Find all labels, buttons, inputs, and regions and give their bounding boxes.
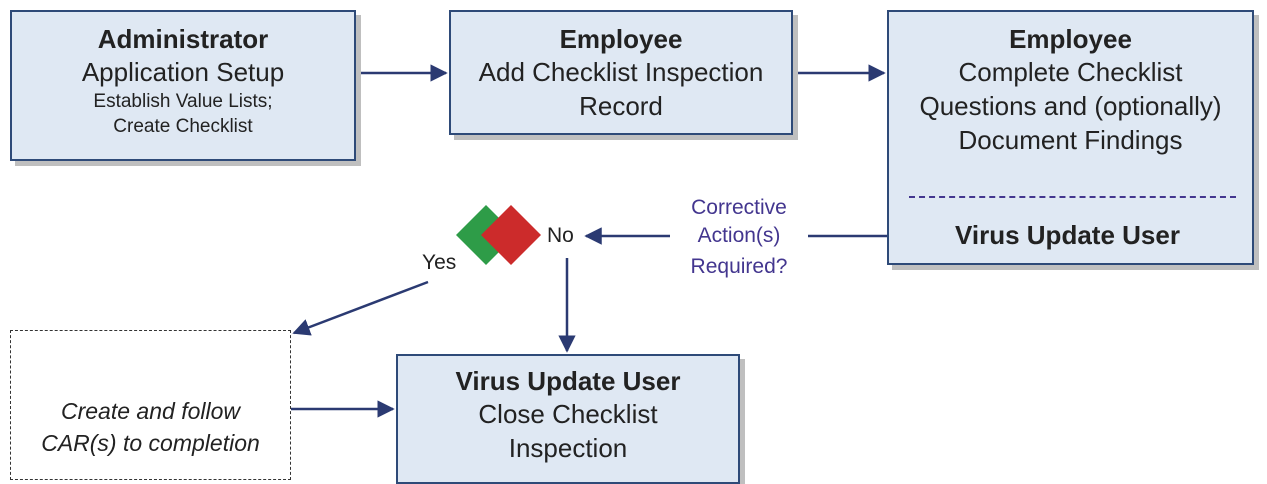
diamond-red-icon xyxy=(481,205,541,265)
admin-detail-2: Create Checklist xyxy=(113,116,253,137)
admin-role: Administrator xyxy=(97,24,269,54)
role-divider xyxy=(909,196,1236,198)
complete-line-3: Document Findings xyxy=(958,125,1183,155)
car-line-1: Create and follow xyxy=(61,398,240,424)
complete-checklist-box: Employee Complete Checklist Questions an… xyxy=(887,10,1254,265)
no-label: No xyxy=(547,224,574,247)
add-record-box: Employee Add Checklist Inspection Record xyxy=(449,10,793,135)
close-inspection-box: Virus Update User Close Checklist Inspec… xyxy=(396,354,740,484)
arrow-yes-to-car xyxy=(292,280,429,336)
admin-detail-1: Establish Value Lists; xyxy=(93,91,273,112)
complete-line-1: Complete Checklist xyxy=(958,57,1183,87)
add-record-line-1: Add Checklist Inspection xyxy=(478,57,764,87)
car-box: Create and follow CAR(s) to completion xyxy=(10,330,291,480)
car-line-2: CAR(s) to completion xyxy=(41,430,260,456)
close-line-2: Inspection xyxy=(508,433,628,463)
question-line-1: Corrective xyxy=(691,196,787,219)
admin-setup-box: Administrator Application Setup Establis… xyxy=(10,10,356,161)
decision-diamond-icon xyxy=(456,205,541,265)
close-role: Virus Update User xyxy=(455,366,681,396)
yes-label: Yes xyxy=(422,251,457,274)
complete-role: Employee xyxy=(1009,24,1132,54)
car-text: Create and follow CAR(s) to completion xyxy=(11,395,290,459)
question-line-3: Required? xyxy=(690,255,788,278)
complete-line-2: Questions and (optionally) xyxy=(919,91,1222,121)
add-record-role: Employee xyxy=(559,24,683,54)
admin-title: Application Setup xyxy=(81,57,285,87)
add-record-line-2: Record xyxy=(579,91,663,121)
close-line-1: Close Checklist xyxy=(478,399,658,429)
question-line-2: Action(s) xyxy=(697,224,781,247)
complete-second-role: Virus Update User xyxy=(955,220,1180,250)
